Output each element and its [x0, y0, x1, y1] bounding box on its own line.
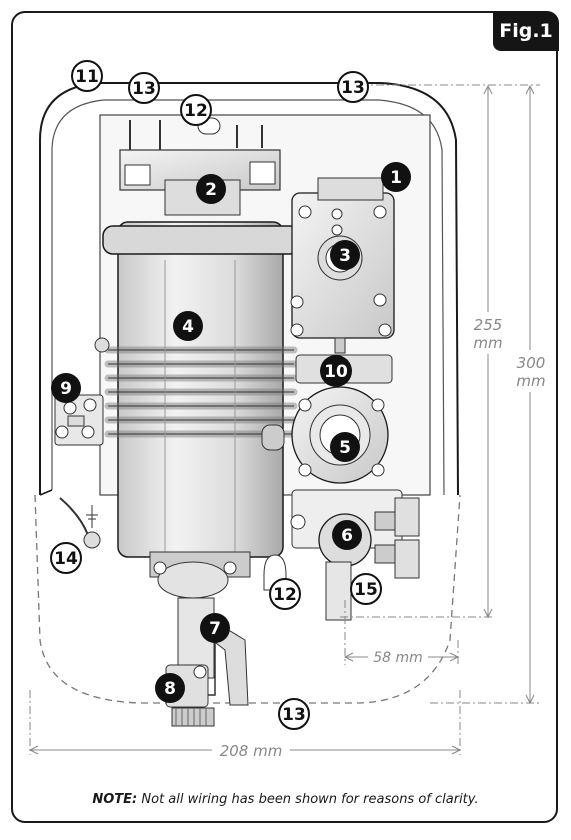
svg-text:3: 3: [339, 246, 351, 266]
dim-58-label: 58 mm: [373, 650, 423, 666]
svg-text:2: 2: [205, 180, 217, 200]
callout-10: 10: [320, 355, 352, 387]
dim-208-label: 208 mm: [220, 742, 283, 760]
svg-text:8: 8: [164, 679, 176, 699]
callout-12-upper: 12: [180, 94, 212, 126]
dimension-lines: [28, 84, 540, 755]
callout-7: 7: [200, 613, 230, 643]
dim-208-bg: [212, 742, 290, 758]
svg-text:15: 15: [354, 580, 378, 600]
cable-entry: [59, 497, 101, 549]
note-text: Not all wiring has been shown for reason…: [137, 792, 479, 807]
callout-1: 1: [381, 162, 411, 192]
svg-text:9: 9: [60, 379, 72, 399]
dim-255-bg: [470, 312, 508, 354]
callout-8: 8: [155, 673, 185, 703]
callout-12-lower: 12: [269, 578, 301, 610]
note-heading: NOTE:: [92, 792, 138, 807]
callout-9: 9: [51, 373, 81, 403]
figure-note: NOTE: Not all wiring has been shown for …: [0, 792, 571, 807]
svg-text:4: 4: [182, 317, 194, 337]
callout-2: 2: [196, 174, 226, 204]
svg-text:10: 10: [324, 362, 348, 382]
svg-text:13: 13: [132, 79, 156, 99]
callout-13-bottom: 13: [278, 698, 310, 730]
svg-text:12: 12: [273, 585, 297, 605]
callout-15: 15: [350, 573, 382, 605]
callout-13-right: 13: [337, 71, 369, 103]
heater-tank: [94, 221, 301, 727]
callout-11: 11: [71, 60, 103, 92]
callout-3: 3: [330, 240, 360, 270]
callout-6: 6: [332, 520, 362, 550]
svg-text:11: 11: [75, 67, 99, 87]
svg-text:7: 7: [209, 619, 221, 639]
dim-300-label: 300: [517, 354, 546, 372]
svg-text:1: 1: [390, 168, 402, 188]
callout-13-left: 13: [128, 72, 160, 104]
dim-255-label: 255: [474, 316, 503, 334]
svg-text:12: 12: [184, 101, 208, 121]
svg-text:13: 13: [341, 78, 365, 98]
dim-58-bg: [368, 649, 428, 665]
earth-terminal-block: [54, 394, 104, 446]
callout-14: 14: [50, 542, 82, 574]
dim-255-unit: mm: [473, 334, 502, 352]
callout-5: 5: [330, 432, 360, 462]
svg-text:14: 14: [54, 549, 78, 569]
dim-300-bg: [511, 350, 551, 392]
dim-300-unit: mm: [516, 372, 545, 390]
svg-text:5: 5: [339, 438, 351, 458]
svg-text:13: 13: [282, 705, 306, 725]
callout-4: 4: [173, 311, 203, 341]
svg-text:6: 6: [341, 526, 353, 546]
figure-label: Fig.1: [493, 11, 559, 51]
